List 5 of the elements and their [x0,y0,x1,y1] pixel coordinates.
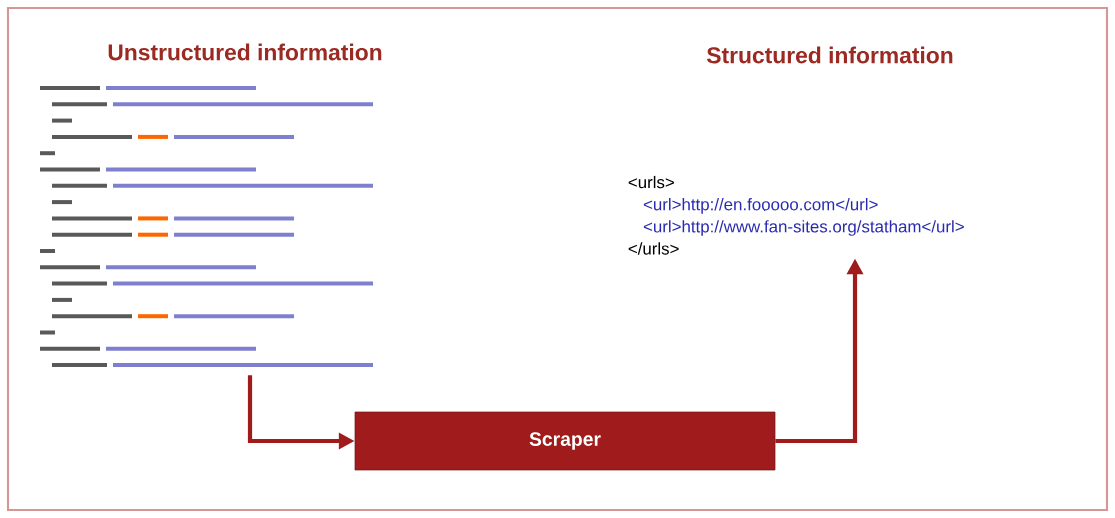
heading: Structured information [706,46,953,64]
code-listing-drawing [40,86,373,368]
xml-listing: <urls> <url>http://en.fooooo.com</url> <url>http://www.fan-sites.org/statham</url> </urls> [628,175,964,255]
process-box: Scraper [354,411,776,471]
heading: Unstructured information [108,43,382,61]
